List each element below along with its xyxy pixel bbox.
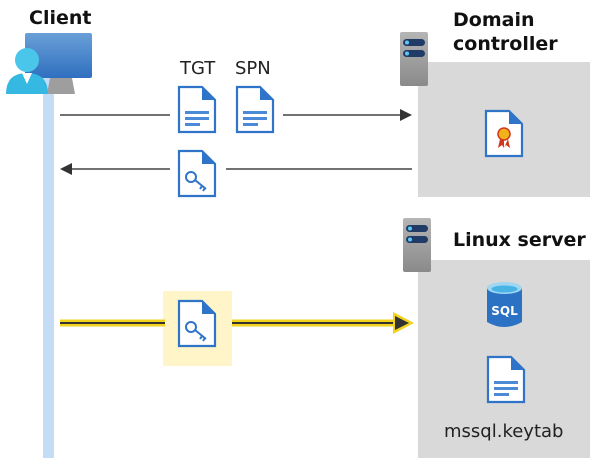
sql-label: SQL xyxy=(491,304,518,318)
client-label: Client xyxy=(29,7,92,29)
request-arrowhead xyxy=(400,109,412,121)
dc-label-line2: controller xyxy=(453,33,558,55)
service-ticket-key-icon xyxy=(177,149,217,198)
tgt-document-icon xyxy=(177,85,217,134)
dc-label-line1: Domain xyxy=(453,9,535,31)
linux-server-label: Linux server xyxy=(453,229,586,251)
client-computer-icon xyxy=(25,33,92,94)
sql-database-icon: SQL xyxy=(487,282,522,327)
ticket-arrowhead xyxy=(60,163,72,175)
tgt-label: TGT xyxy=(180,58,216,79)
domain-controller-label: Domain controller xyxy=(453,8,558,56)
keytab-document-icon xyxy=(486,355,526,404)
user-icon xyxy=(6,48,48,94)
spn-label: SPN xyxy=(235,58,271,79)
domain-controller-server-icon xyxy=(400,32,428,86)
service-ticket-key-icon-highlighted xyxy=(177,299,217,348)
spn-document-icon xyxy=(235,85,275,134)
client-lifeline xyxy=(43,78,54,458)
keytab-label: mssql.keytab xyxy=(444,421,564,442)
linux-server-icon xyxy=(403,218,431,272)
certificate-document-icon xyxy=(484,109,524,158)
authentication-arrow xyxy=(60,312,414,334)
